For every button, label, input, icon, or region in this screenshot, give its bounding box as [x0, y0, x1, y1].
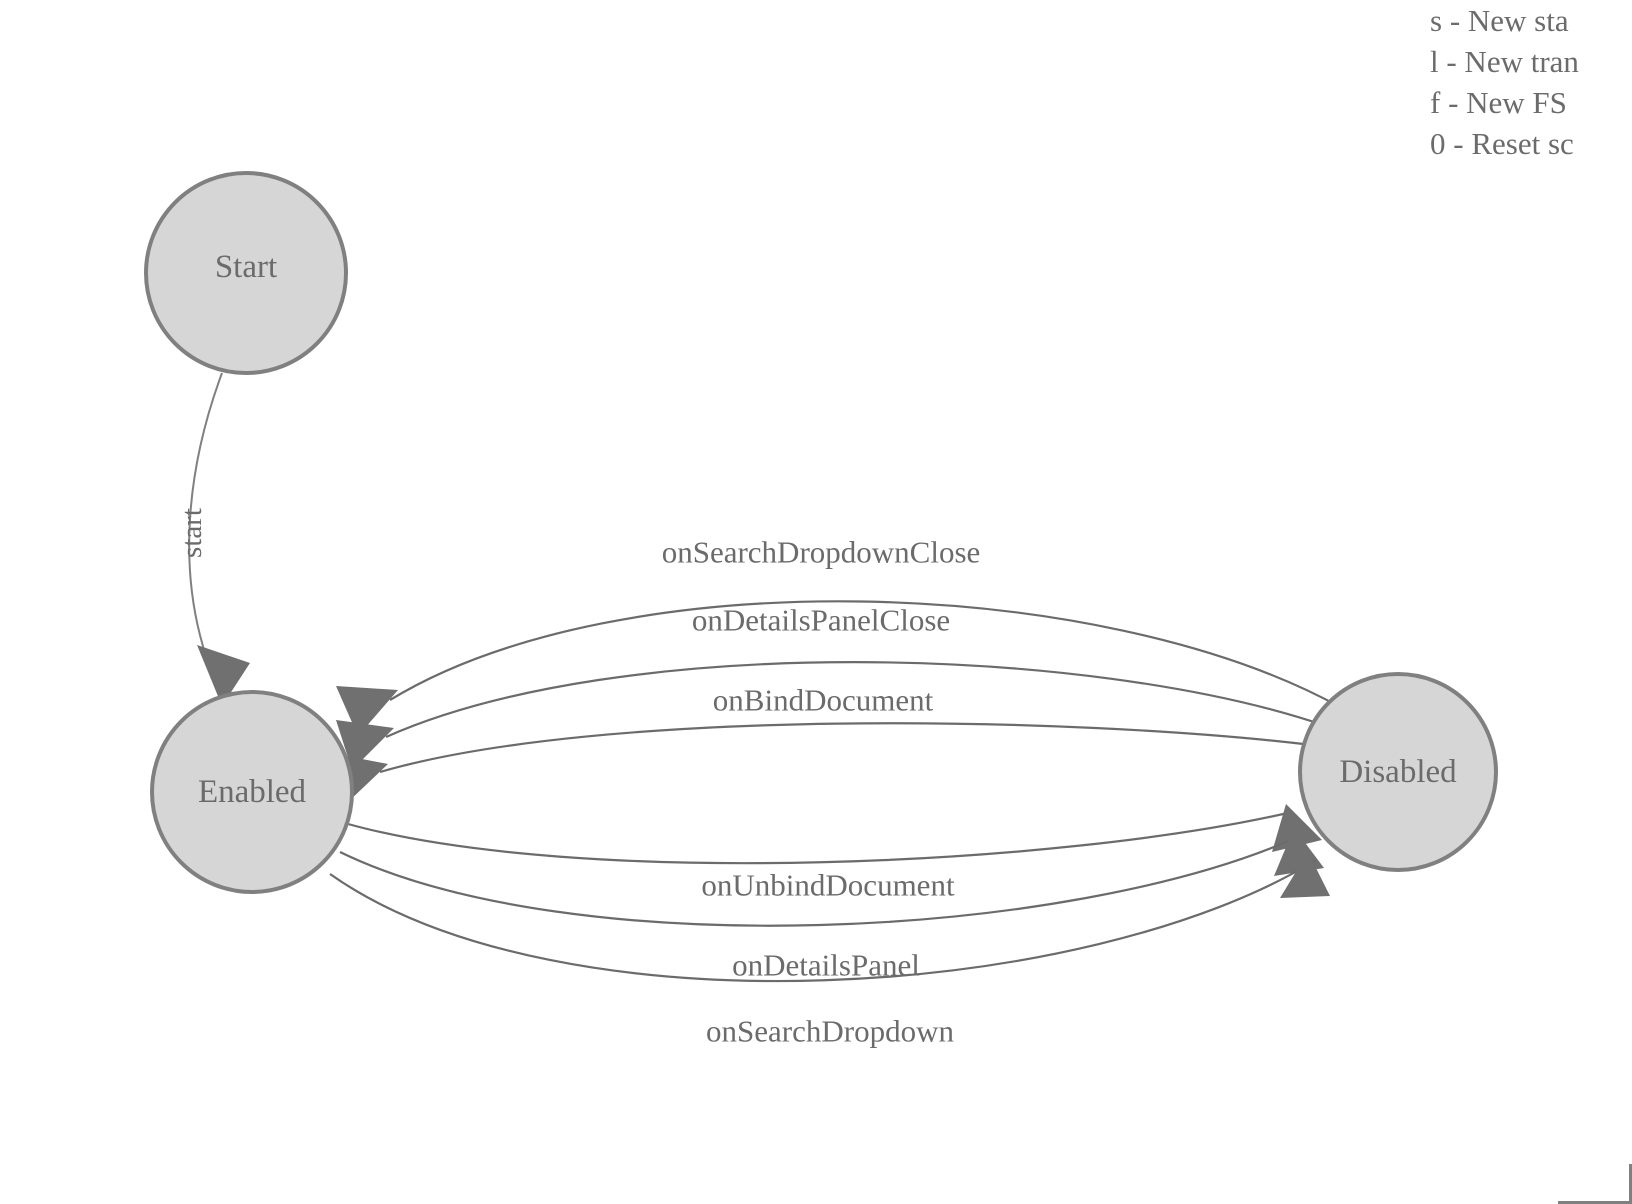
arrowhead-onsearchdropdownclose: [336, 686, 398, 736]
shortcut-legend: s - New sta l - New tran f - New FS 0 - …: [1430, 0, 1632, 164]
node-disabled-circle: [1298, 672, 1498, 872]
arrowhead-onunbinddocument: [1272, 804, 1322, 852]
edge-path-onsearchdropdown: [329, 859, 1317, 983]
node-start-label: Start: [215, 249, 277, 285]
transition-disabled-to-enabled-3[interactable]: [336, 722, 1313, 802]
arrowhead-onsearchdropdown: [1280, 852, 1330, 898]
transition-enabled-to-disabled-1[interactable]: [347, 804, 1322, 865]
transition-start-to-enabled[interactable]: [188, 372, 250, 706]
node-disabled[interactable]: Disabled: [1298, 672, 1498, 872]
legend-line-new-state: s - New sta: [1430, 3, 1569, 38]
transition-enabled-to-disabled-3[interactable]: [329, 852, 1330, 983]
node-enabled[interactable]: Enabled: [150, 690, 354, 894]
legend-line-reset-scale: 0 - Reset sc: [1430, 126, 1574, 161]
edge-label-onbinddocument: onBindDocument: [713, 683, 934, 718]
legend-line-new-transition: l - New tran: [1430, 44, 1579, 79]
legend-line-new-fsm: f - New FS: [1430, 85, 1567, 120]
edge-label-onsearchdropdown: onSearchDropdown: [706, 1014, 954, 1049]
edge-path-ondetailspanelclose: [385, 661, 1327, 739]
edge-path-onunbinddocument: [347, 810, 1293, 865]
edge-path-ondetailspanel: [339, 834, 1301, 927]
node-start-circle: [144, 171, 348, 375]
panel-border-vertical: [1629, 1164, 1632, 1204]
edge-label-onsearchdropdownclose: onSearchDropdownClose: [662, 535, 981, 570]
edge-path-start-enabled: [188, 372, 223, 657]
node-enabled-circle: [150, 690, 354, 894]
node-start[interactable]: Start: [144, 171, 348, 375]
arrowhead-start-enabled: [197, 645, 250, 706]
edge-label-start: start: [176, 508, 208, 558]
edge-label-ondetailspanelclose: onDetailsPanelClose: [692, 603, 950, 638]
node-disabled-label: Disabled: [1339, 754, 1457, 790]
transition-disabled-to-enabled-1[interactable]: [336, 600, 1341, 736]
panel-border-horizontal: [1558, 1201, 1632, 1204]
edge-label-ondetailspanel: onDetailsPanel: [732, 948, 920, 983]
edge-label-onunbinddocument: onUnbindDocument: [701, 868, 955, 903]
edge-path-onsearchdropdownclose: [389, 600, 1341, 708]
edge-path-onbinddocument: [379, 722, 1313, 774]
node-enabled-label: Enabled: [198, 774, 307, 810]
